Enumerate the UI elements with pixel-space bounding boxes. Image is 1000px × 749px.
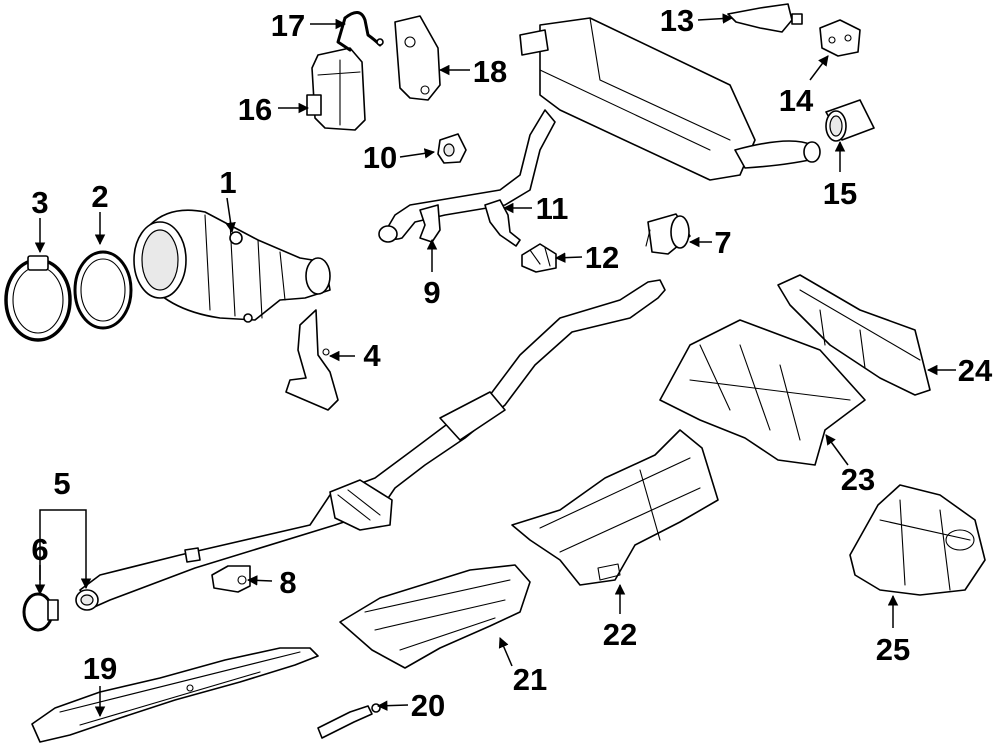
callout-12: 12 bbox=[585, 240, 619, 275]
callout-10: 10 bbox=[363, 140, 397, 175]
callout-21: 21 bbox=[513, 662, 547, 697]
part-24-heat-shield bbox=[777, 274, 931, 396]
callout-3: 3 bbox=[31, 185, 48, 220]
callout-1: 1 bbox=[219, 165, 236, 200]
leader-lines bbox=[34, 13, 956, 718]
part-18-bracket bbox=[394, 15, 441, 101]
callout-6: 6 bbox=[31, 532, 48, 567]
part-13-clip bbox=[727, 3, 803, 33]
callout-19: 19 bbox=[83, 651, 117, 686]
part-19-heat-shield bbox=[31, 647, 319, 743]
callout-20: 20 bbox=[411, 688, 445, 723]
part-15-tail-tip bbox=[825, 99, 875, 142]
part-rear-muffler bbox=[378, 17, 821, 243]
part-17-hook bbox=[336, 11, 384, 52]
part-12-isolator bbox=[521, 243, 557, 273]
part-main-pipe bbox=[75, 279, 666, 611]
part-14-hanger bbox=[819, 19, 861, 57]
callout-13: 13 bbox=[660, 3, 694, 38]
part-2-gasket bbox=[73, 250, 133, 330]
callout-labels: 1 2 3 4 5 6 7 8 9 10 11 12 13 14 15 16 1… bbox=[31, 3, 993, 723]
callout-23: 23 bbox=[841, 462, 875, 497]
callout-7: 7 bbox=[714, 225, 731, 260]
callout-25: 25 bbox=[876, 632, 910, 667]
part-9-hanger-bracket bbox=[419, 204, 441, 243]
callout-17: 17 bbox=[271, 8, 305, 43]
part-22-heat-shield bbox=[511, 429, 719, 586]
callout-14: 14 bbox=[779, 83, 814, 118]
callout-4: 4 bbox=[363, 338, 381, 373]
callout-16: 16 bbox=[238, 92, 272, 127]
callout-15: 15 bbox=[823, 176, 857, 211]
part-10-hanger bbox=[437, 133, 467, 164]
part-8-hanger-block bbox=[211, 565, 251, 593]
part-7-sleeve bbox=[645, 213, 691, 255]
callout-18: 18 bbox=[473, 54, 507, 89]
part-21-heat-shield bbox=[339, 564, 531, 669]
callout-5: 5 bbox=[53, 466, 70, 501]
part-20-sensor bbox=[317, 703, 381, 739]
part-25-heat-shield bbox=[849, 484, 986, 596]
part-23-heat-shield bbox=[659, 319, 866, 466]
part-16-sensor bbox=[306, 47, 366, 131]
callout-11: 11 bbox=[536, 191, 569, 226]
callout-2: 2 bbox=[91, 179, 108, 214]
part-11-clamp bbox=[484, 199, 521, 247]
part-3-clamp bbox=[4, 255, 72, 342]
part-4-bracket bbox=[285, 309, 339, 411]
part-6-clamp bbox=[22, 592, 59, 632]
callout-22: 22 bbox=[603, 617, 637, 652]
callout-8: 8 bbox=[279, 565, 296, 600]
part-1-catalytic-converter bbox=[133, 209, 331, 323]
callout-24: 24 bbox=[958, 353, 993, 388]
callout-9: 9 bbox=[423, 275, 440, 310]
